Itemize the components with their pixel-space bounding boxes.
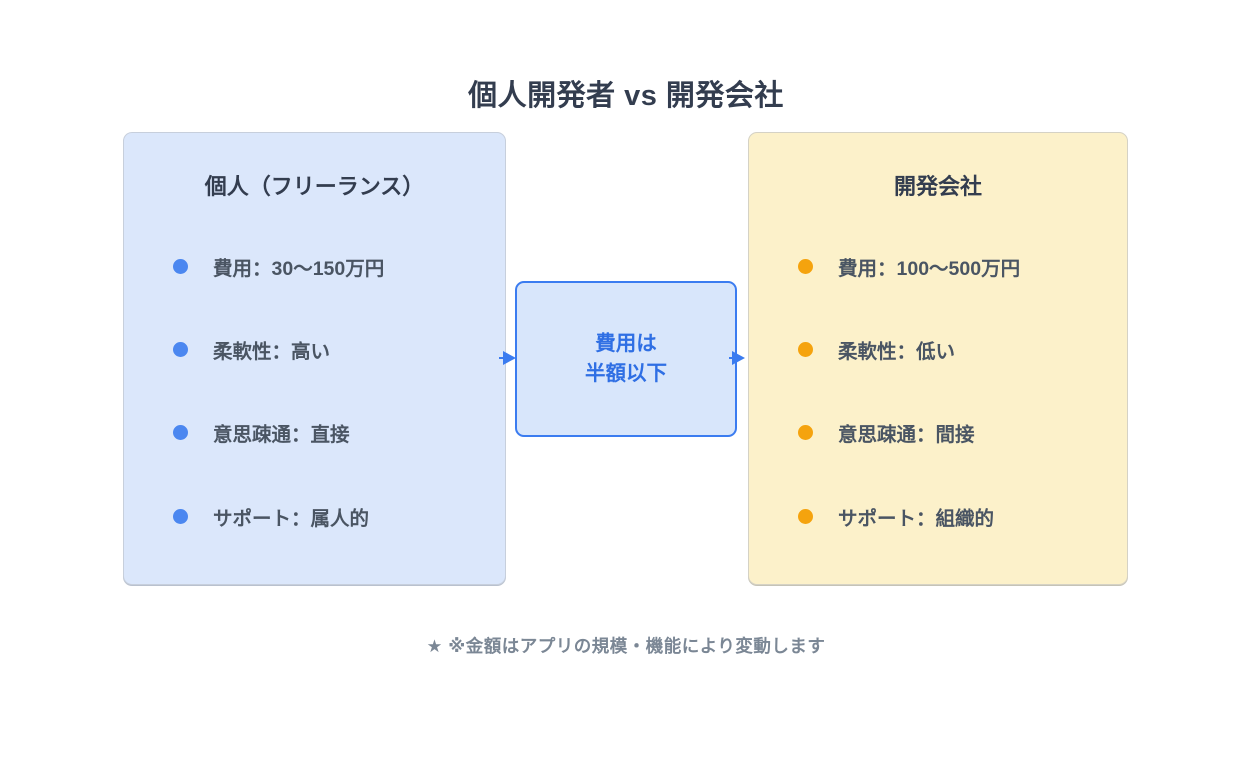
card-freelance: 個人（フリーランス） 費用：30〜150万円 柔軟性：高い 意思疎通：直接 サポ… xyxy=(123,132,506,585)
arrow-tail-line xyxy=(729,357,734,359)
list-item-label: 柔軟性：高い xyxy=(213,340,331,363)
list-item-label: 意思疎通：直接 xyxy=(213,423,350,446)
bullet-dot-icon xyxy=(173,341,188,357)
bullet-dot-icon xyxy=(173,508,188,524)
card-company-title: 開発会社 xyxy=(893,174,982,199)
list-item: 柔軟性：低い xyxy=(798,336,956,363)
list-item-label: 費用：30〜150万円 xyxy=(213,257,385,280)
list-item-label: 費用：100〜500万円 xyxy=(838,257,1021,280)
list-item: 費用：30〜150万円 xyxy=(173,253,385,280)
list-item-label: 意思疎通：間接 xyxy=(838,423,975,446)
cost-callout-line2: 半額以下 xyxy=(585,362,667,385)
list-item-label: サポート：組織的 xyxy=(838,507,995,530)
bullet-dot-icon xyxy=(798,424,813,440)
cost-callout-text: 費用は 半額以下 xyxy=(585,329,667,389)
card-company: 開発会社 費用：100〜500万円 柔軟性：低い 意思疎通：間接 サポート：組織… xyxy=(748,132,1128,585)
list-item: サポート：属人的 xyxy=(173,503,370,530)
bullet-dot-icon xyxy=(798,341,813,357)
bullet-dot-icon xyxy=(798,258,813,274)
bullet-dot-icon xyxy=(173,424,188,440)
page-title: 個人開発者 vs 開発会社 xyxy=(468,80,784,112)
list-item: サポート：組織的 xyxy=(798,503,995,530)
arrow-tail-line xyxy=(499,357,505,359)
list-item: 費用：100〜500万円 xyxy=(798,253,1021,280)
cost-callout-box: 費用は 半額以下 xyxy=(515,281,737,437)
cost-callout-line1: 費用は xyxy=(595,332,657,355)
footnote: ★ ※金額はアプリの規模・機能により変動します xyxy=(426,636,826,656)
card-freelance-title: 個人（フリーランス） xyxy=(204,174,425,199)
list-item-label: 柔軟性：低い xyxy=(838,340,956,363)
arrow-right-icon xyxy=(503,351,516,365)
list-item: 意思疎通：間接 xyxy=(798,419,975,446)
list-item-label: サポート：属人的 xyxy=(213,507,370,530)
bullet-dot-icon xyxy=(173,258,188,274)
list-item: 意思疎通：直接 xyxy=(173,419,350,446)
bullet-dot-icon xyxy=(798,508,813,524)
arrow-right-icon xyxy=(732,351,745,365)
list-item: 柔軟性：高い xyxy=(173,336,331,363)
